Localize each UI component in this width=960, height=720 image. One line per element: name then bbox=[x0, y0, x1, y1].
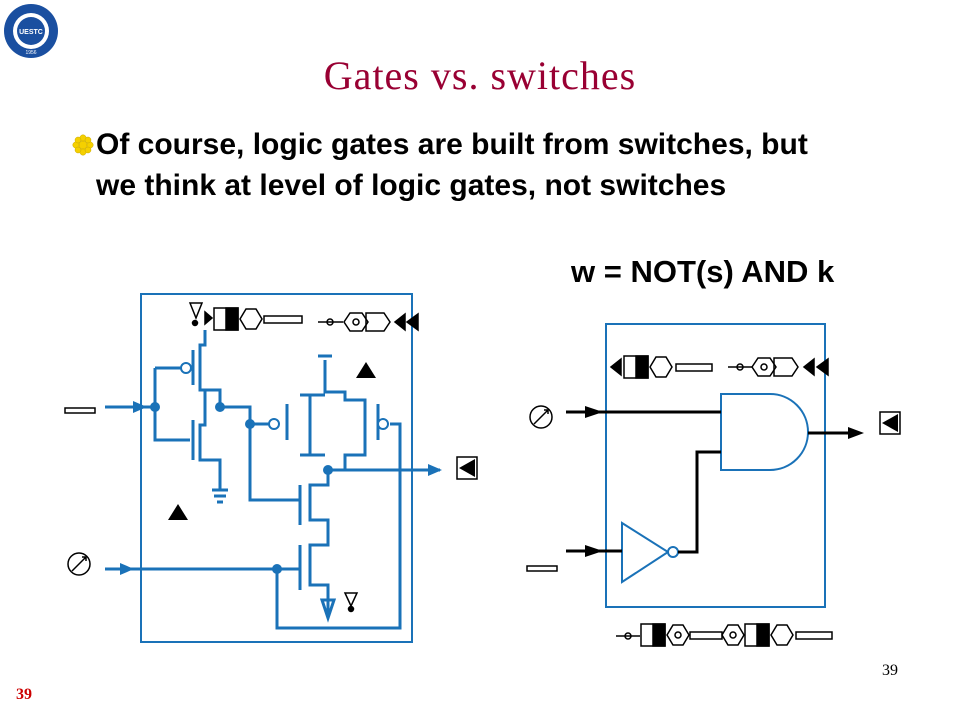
gate-wires bbox=[566, 410, 855, 554]
arrowheads bbox=[585, 406, 864, 557]
formula: w = NOT(s) AND k bbox=[571, 254, 835, 289]
inversion-bubbles bbox=[180, 362, 389, 430]
dingbat-symbols bbox=[64, 302, 833, 647]
triangle-markers bbox=[168, 362, 376, 520]
key-icon bbox=[67, 405, 553, 576]
university-logo: UESTC 1956 bbox=[4, 4, 58, 58]
gate-circuit bbox=[605, 323, 826, 608]
slide-title: Gates vs. switches bbox=[323, 53, 637, 98]
page-number: 39 bbox=[882, 662, 898, 679]
circuit-nodes bbox=[150, 402, 333, 574]
svg-text:1956: 1956 bbox=[25, 50, 36, 56]
transistor-circuit bbox=[105, 293, 442, 643]
output-markers bbox=[456, 411, 901, 480]
svg-text:UESTC: UESTC bbox=[19, 29, 43, 36]
slide-number: 39 bbox=[16, 686, 32, 703]
bullet-flower-icon bbox=[72, 134, 94, 156]
bullet-text: Of course, logic gates are built from sw… bbox=[96, 128, 808, 202]
